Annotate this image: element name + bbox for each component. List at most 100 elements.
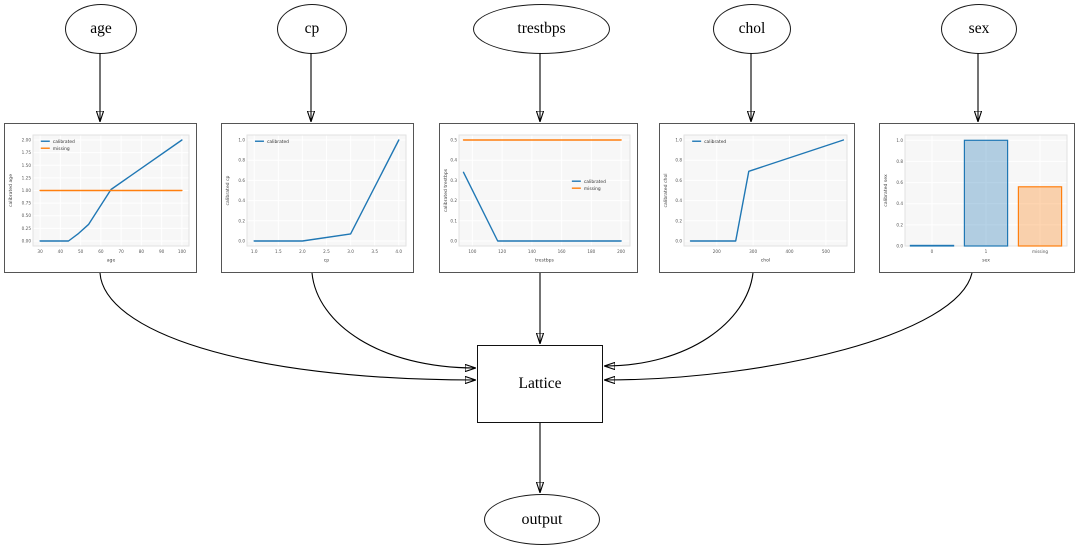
- y-tick-label: 0.2: [450, 198, 457, 203]
- series-line-calibrated: [689, 139, 845, 242]
- x-axis-label: sex: [982, 259, 990, 264]
- bar-1: [963, 139, 1009, 247]
- x-tick-label: 40: [58, 249, 64, 254]
- x-tick-label: 60: [98, 249, 104, 254]
- y-tick-label: 0.25: [22, 226, 32, 231]
- y-axis-label: calibrated cp: [225, 175, 231, 205]
- y-tick-label: 0.6: [675, 178, 682, 183]
- x-tick-label: 140: [528, 249, 536, 254]
- edge-chol-to-lattice: [605, 272, 754, 366]
- legend-label-missing: missing: [584, 186, 601, 192]
- x-tick-label: 30: [37, 249, 43, 254]
- y-tick-label: 0.6: [896, 180, 903, 185]
- plot-spine: [32, 134, 190, 247]
- x-tick-label: 50: [78, 249, 84, 254]
- x-tick-label: 80: [139, 249, 145, 254]
- y-tick-label: 0.8: [896, 159, 903, 164]
- node-sex: sex: [941, 4, 1017, 54]
- y-tick-label: 0.8: [238, 158, 245, 163]
- bar-0: [909, 244, 955, 247]
- y-tick-label: 0.75: [22, 201, 32, 206]
- x-axis-label: cp: [324, 259, 330, 264]
- y-tick-label: 0.2: [238, 218, 245, 223]
- y-tick-label: 1.25: [22, 175, 32, 180]
- node-cp: cp: [277, 4, 347, 54]
- y-tick-label: 0.3: [450, 178, 457, 183]
- y-tick-label: 0.6: [238, 178, 245, 183]
- node-output: output: [484, 494, 600, 545]
- plot-spine: [246, 134, 407, 247]
- node-trestbps-label: trestbps: [517, 20, 566, 37]
- x-tick-label: missing: [1032, 249, 1048, 254]
- plot-area: [459, 135, 630, 246]
- y-tick-label: 0.8: [675, 158, 682, 163]
- node-age: age: [65, 4, 137, 54]
- legend-label-missing: missing: [53, 146, 70, 152]
- legend-label-calibrated: calibrated: [704, 139, 726, 145]
- x-axis-label: trestbps: [535, 258, 554, 264]
- x-tick-label: 1.5: [275, 249, 282, 254]
- plot-spine: [458, 134, 631, 247]
- y-tick-label: 1.0: [896, 138, 903, 143]
- x-tick-label: 3.0: [347, 249, 354, 254]
- node-chol-label: chol: [738, 20, 766, 37]
- legend-label-calibrated: calibrated: [267, 139, 289, 145]
- x-tick-label: 180: [587, 249, 595, 254]
- plot-spine: [683, 134, 848, 247]
- x-tick-label: 90: [159, 249, 165, 254]
- series-line-calibrated: [39, 139, 183, 242]
- x-tick-label: 160: [558, 249, 566, 254]
- y-tick-label: 0.0: [896, 244, 903, 249]
- y-tick-label: 2.00: [22, 138, 32, 143]
- y-tick-label: 0.0: [450, 238, 457, 243]
- series-line-calibrated: [462, 171, 622, 242]
- y-tick-label: 0.4: [675, 198, 682, 203]
- x-tick-label: 200: [617, 249, 625, 254]
- node-output-label: output: [521, 510, 563, 528]
- x-tick-label: 2.5: [323, 249, 330, 254]
- y-tick-label: 0.2: [896, 222, 903, 227]
- x-axis-label: chol: [761, 258, 771, 264]
- x-tick-label: 400: [786, 249, 794, 254]
- y-tick-label: 1.00: [22, 188, 32, 193]
- node-cp-label: cp: [304, 20, 320, 37]
- node-lattice: Lattice: [477, 345, 603, 423]
- node-lattice-label: Lattice: [518, 375, 562, 392]
- y-tick-label: 1.50: [22, 163, 32, 168]
- y-axis-label: calibrated sex: [883, 174, 889, 207]
- plot-area: [684, 135, 847, 246]
- edge-sex-to-lattice: [605, 272, 973, 380]
- edge-cp-to-lattice: [311, 272, 476, 368]
- y-tick-label: 0.4: [238, 198, 245, 203]
- y-tick-label: 0.4: [450, 158, 457, 163]
- node-sex-label: sex: [968, 20, 990, 37]
- y-tick-label: 1.0: [238, 138, 245, 143]
- legend-label-calibrated: calibrated: [53, 139, 75, 145]
- x-tick-label: 1.0: [251, 249, 258, 254]
- y-tick-label: 1.0: [675, 138, 682, 143]
- x-tick-label: 120: [498, 249, 506, 254]
- legend-label-calibrated: calibrated: [584, 179, 606, 185]
- y-tick-label: 0.2: [675, 218, 682, 223]
- y-tick-label: 0.5: [450, 138, 457, 143]
- x-tick-label: 3.5: [371, 249, 378, 254]
- x-axis-label: age: [107, 259, 116, 264]
- y-tick-label: 0.50: [22, 213, 32, 218]
- node-chol: chol: [713, 4, 791, 54]
- y-axis-label: calibrated chol: [663, 173, 669, 207]
- y-axis-label: calibrated age: [8, 174, 14, 207]
- x-tick-label: 500: [822, 249, 830, 254]
- x-tick-label: 100: [468, 249, 476, 254]
- node-age-label: age: [90, 20, 112, 37]
- series-line-calibrated: [253, 139, 400, 242]
